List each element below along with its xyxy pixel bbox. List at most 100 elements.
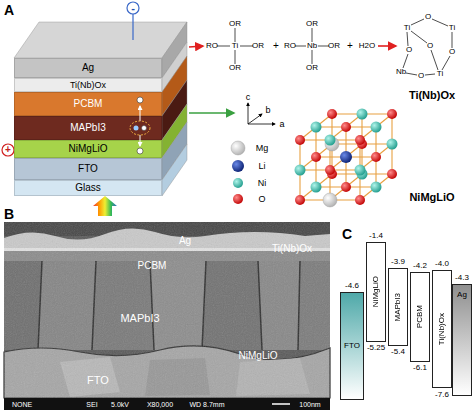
charge-carriers <box>137 97 143 103</box>
energy-value: -3.9 <box>391 258 405 266</box>
chemical-bonds <box>217 46 230 47</box>
device-stack-faces <box>14 22 187 58</box>
chemical-bonds <box>217 19 452 75</box>
sem-image <box>4 222 330 398</box>
chem-atom-label: RO <box>206 42 218 50</box>
nickel-atom <box>387 139 398 150</box>
oxygen-atom <box>341 182 351 192</box>
nickel-atom <box>371 182 382 193</box>
layer-box: FTO <box>14 158 162 180</box>
oxygen-atom <box>355 195 365 205</box>
layer-label: Glass <box>75 183 101 193</box>
atom-key-spheres <box>231 141 245 204</box>
panel-letter: B <box>4 207 14 221</box>
energy-level-box: MAPbI3 <box>388 268 408 346</box>
panel-letter: A <box>4 3 14 17</box>
electrode-wires <box>127 2 139 14</box>
chem-atom-label: H2O <box>359 42 375 50</box>
atom-key-spheres <box>233 178 243 188</box>
layer-label: NiMgLiO <box>69 144 108 154</box>
energy-level-box: Ag <box>452 284 472 396</box>
material-label: NiMgLiO <box>409 192 454 203</box>
oxygen-atom <box>325 165 335 175</box>
nickel-atom <box>295 165 306 176</box>
sem-image <box>272 403 290 405</box>
chem-atom-label: O <box>406 46 412 54</box>
chem-atom-label: OR <box>229 64 241 72</box>
chem-atom-label: O <box>418 72 424 80</box>
chem-atom-label: OR <box>306 20 318 28</box>
energy-value: -1.4 <box>369 232 383 240</box>
energy-value: -5.4 <box>391 348 405 356</box>
layer-label: Ti(Nb)Ox <box>438 313 446 345</box>
sem-info: X80,000 <box>147 401 173 408</box>
oxygen-atom <box>311 152 321 162</box>
crystal-lattice <box>295 109 398 208</box>
layer-label: Ti(Nb)Ox <box>70 81 106 90</box>
material-label: Ti(Nb)Ox <box>409 90 455 101</box>
light-arrow <box>93 196 117 216</box>
lithium-atom <box>340 151 352 163</box>
layer-box: Ag <box>14 58 162 78</box>
pointer-arrows <box>189 46 396 113</box>
energy-value: -4.3 <box>455 274 469 282</box>
layer-label: MAPbI3 <box>70 123 106 133</box>
charge-carriers <box>130 121 150 135</box>
nickel-atom <box>357 109 368 120</box>
layer-label: PCBM <box>416 305 424 328</box>
sem-layer-label: Ti(Nb)Ox <box>272 244 312 254</box>
sem-layer-label: FTO <box>87 375 109 386</box>
layer-label: Ag <box>82 63 94 73</box>
sem-layer-label: NiMgLiO <box>239 351 278 361</box>
energy-level-box: NiMgLiO <box>366 242 386 342</box>
nickel-atom <box>371 122 382 133</box>
chem-atom-label: O <box>427 42 433 50</box>
energy-level-box: Ti(Nb)Ox <box>432 270 452 388</box>
chemical-bonds <box>431 50 438 70</box>
scale-bar-label: 100nm <box>299 401 320 408</box>
oxygen-atom <box>387 109 397 119</box>
axis-label: b <box>265 106 270 115</box>
energy-value: -7.6 <box>435 391 449 399</box>
charge-carriers <box>134 126 139 131</box>
atom-key: Li <box>258 162 265 171</box>
energy-value: -4.0 <box>435 260 449 268</box>
layer-label: FTO <box>344 342 360 350</box>
charge-carriers <box>140 135 141 146</box>
sem-info: SEI <box>86 401 97 408</box>
chemical-bonds <box>406 73 417 75</box>
pointer-arrows <box>189 112 234 114</box>
chem-atom-label: Ti <box>449 24 455 32</box>
atom-key-spheres <box>231 141 245 155</box>
sem-image <box>4 222 330 410</box>
electrode-sign: + <box>5 145 11 155</box>
axis-label: c <box>246 93 251 102</box>
oxygen-atom <box>295 195 305 205</box>
sem-info: WD 8.7mm <box>190 401 225 408</box>
energy-value: -4.2 <box>413 262 427 270</box>
chem-atom-label: OR <box>328 42 340 50</box>
atom-key: O <box>258 195 265 204</box>
sem-image <box>4 398 330 410</box>
chem-atom-label: OR <box>229 20 241 28</box>
layer-label: NiMgLiO <box>372 276 380 307</box>
chem-atom-label: + <box>347 41 353 51</box>
layer-box: Glass <box>14 180 162 196</box>
chem-atom-label: + <box>273 41 279 51</box>
layer-label: PCBM <box>74 99 103 109</box>
chemical-bonds <box>235 50 236 64</box>
pointer-arrows <box>189 46 203 47</box>
atom-key: Mg <box>256 144 269 153</box>
oxygen-atom <box>327 109 337 119</box>
atom-key: Ni <box>258 179 267 188</box>
chem-atom-label: OR <box>252 42 264 50</box>
energy-value: -5.25 <box>367 344 385 352</box>
chem-atom-label: Ti <box>437 70 443 78</box>
oxygen-atom <box>371 152 381 162</box>
chemical-bonds <box>240 46 253 47</box>
oxygen-atom <box>355 135 365 145</box>
sem-layer-label: MAPbI3 <box>120 313 159 324</box>
chemical-bonds <box>235 28 236 42</box>
